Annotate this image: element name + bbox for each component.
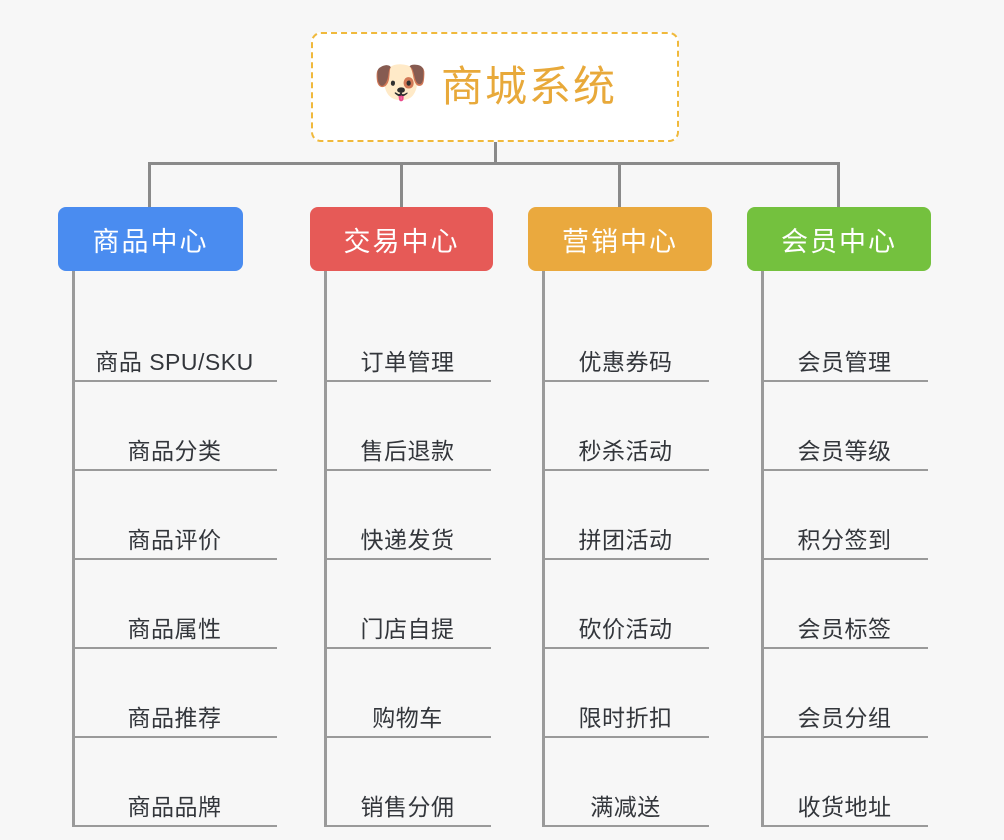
leaf-item[interactable]: 会员等级 xyxy=(761,382,928,471)
branch-column-product: 商品中心 商品 SPU/SKU 商品分类 商品评价 商品属性 商品推荐 商品品牌 xyxy=(58,207,277,827)
branch-header-label: 商品中心 xyxy=(92,226,209,257)
leaf-item-label: 会员等级 xyxy=(797,437,892,464)
leaf-item[interactable]: 商品属性 xyxy=(72,560,277,649)
leaf-item-label: 快递发货 xyxy=(360,526,455,553)
leaf-item[interactable]: 商品 SPU/SKU xyxy=(72,293,277,382)
leaf-item-label: 会员标签 xyxy=(797,615,892,642)
leaf-item-label: 商品 SPU/SKU xyxy=(95,348,254,375)
leaf-item[interactable]: 商品评价 xyxy=(72,471,277,560)
leaf-list-member: 会员管理 会员等级 积分签到 会员标签 会员分组 收货地址 xyxy=(761,271,928,827)
leaf-item-label: 限时折扣 xyxy=(578,704,673,731)
leaf-item[interactable]: 会员管理 xyxy=(761,293,928,382)
leaf-item-label: 秒杀活动 xyxy=(578,437,673,464)
leaf-item[interactable]: 限时折扣 xyxy=(542,649,709,738)
branch-header-marketing[interactable]: 营销中心 xyxy=(528,207,712,271)
connector-spine xyxy=(324,271,327,827)
leaf-item-label: 商品推荐 xyxy=(127,704,222,731)
leaf-item[interactable]: 满减送 xyxy=(542,738,709,827)
leaf-item[interactable]: 商品分类 xyxy=(72,382,277,471)
root-title: 商城系统 xyxy=(440,63,617,110)
leaf-item[interactable]: 商品推荐 xyxy=(72,649,277,738)
branch-header-trade[interactable]: 交易中心 xyxy=(310,207,493,271)
leaf-item[interactable]: 积分签到 xyxy=(761,471,928,560)
leaf-item-label: 商品品牌 xyxy=(127,793,222,820)
leaf-item[interactable]: 秒杀活动 xyxy=(542,382,709,471)
leaf-item[interactable]: 订单管理 xyxy=(324,293,491,382)
leaf-item[interactable]: 收货地址 xyxy=(761,738,928,827)
connector-drop-1 xyxy=(148,162,151,209)
branch-header-label: 营销中心 xyxy=(562,226,678,257)
leaf-item[interactable]: 购物车 xyxy=(324,649,491,738)
leaf-item[interactable]: 优惠券码 xyxy=(542,293,709,382)
branch-column-trade: 交易中心 订单管理 售后退款 快递发货 门店自提 购物车 销售分佣 xyxy=(310,207,495,827)
branch-header-member[interactable]: 会员中心 xyxy=(747,207,931,271)
leaf-item[interactable]: 售后退款 xyxy=(324,382,491,471)
branch-header-label: 交易中心 xyxy=(343,226,460,257)
dog-face-icon: 🐶 xyxy=(372,58,428,107)
leaf-item[interactable]: 销售分佣 xyxy=(324,738,491,827)
leaf-list-product: 商品 SPU/SKU 商品分类 商品评价 商品属性 商品推荐 商品品牌 xyxy=(72,271,277,827)
connector-drop-2 xyxy=(400,162,403,209)
connector-spine xyxy=(72,271,75,827)
root-node[interactable]: 🐶 商城系统 xyxy=(311,32,679,142)
leaf-item-label: 销售分佣 xyxy=(360,793,455,820)
leaf-item-label: 会员管理 xyxy=(797,348,892,375)
leaf-item-label: 砍价活动 xyxy=(578,615,673,642)
leaf-item[interactable]: 会员分组 xyxy=(761,649,928,738)
leaf-list-trade: 订单管理 售后退款 快递发货 门店自提 购物车 销售分佣 xyxy=(324,271,491,827)
leaf-item[interactable]: 快递发货 xyxy=(324,471,491,560)
branch-column-member: 会员中心 会员管理 会员等级 积分签到 会员标签 会员分组 收货地址 xyxy=(747,207,932,827)
leaf-item-label: 订单管理 xyxy=(360,348,455,375)
leaf-item-label: 会员分组 xyxy=(797,704,892,731)
connector-spine xyxy=(761,271,764,827)
connector-drop-4 xyxy=(837,162,840,209)
leaf-item-label: 拼团活动 xyxy=(578,526,673,553)
leaf-item-label: 商品分类 xyxy=(127,437,222,464)
branch-header-label: 会员中心 xyxy=(781,226,897,257)
leaf-item[interactable]: 会员标签 xyxy=(761,560,928,649)
leaf-list-marketing: 优惠券码 秒杀活动 拼团活动 砍价活动 限时折扣 满减送 xyxy=(542,271,709,827)
leaf-item-label: 优惠券码 xyxy=(578,348,673,375)
leaf-item[interactable]: 商品品牌 xyxy=(72,738,277,827)
leaf-item-label: 收货地址 xyxy=(797,793,892,820)
leaf-item[interactable]: 门店自提 xyxy=(324,560,491,649)
connector-spine xyxy=(542,271,545,827)
leaf-item-label: 购物车 xyxy=(372,704,443,731)
connector-horizontal-bus xyxy=(148,162,840,165)
leaf-item[interactable]: 拼团活动 xyxy=(542,471,709,560)
connector-root-stem xyxy=(494,142,497,164)
branch-column-marketing: 营销中心 优惠券码 秒杀活动 拼团活动 砍价活动 限时折扣 满减送 xyxy=(528,207,713,827)
leaf-item-label: 售后退款 xyxy=(360,437,455,464)
connector-drop-3 xyxy=(618,162,621,209)
leaf-item-label: 商品评价 xyxy=(127,526,222,553)
branch-header-product[interactable]: 商品中心 xyxy=(58,207,243,271)
leaf-item-label: 满减送 xyxy=(590,793,661,820)
leaf-item-label: 积分签到 xyxy=(797,526,892,553)
leaf-item[interactable]: 砍价活动 xyxy=(542,560,709,649)
leaf-item-label: 门店自提 xyxy=(360,615,455,642)
leaf-item-label: 商品属性 xyxy=(127,615,222,642)
